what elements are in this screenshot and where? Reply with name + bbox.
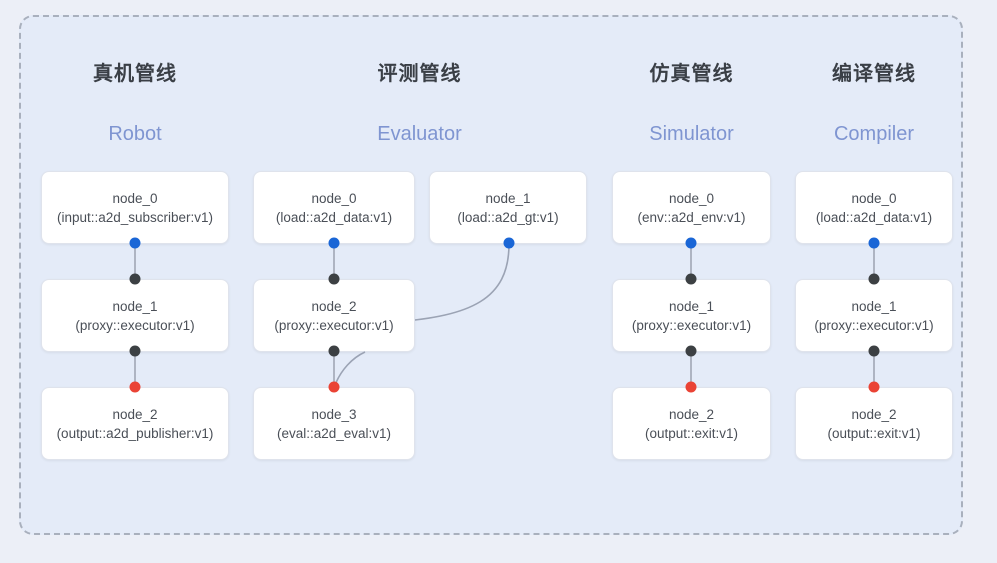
node-type: (proxy::executor:v1) — [814, 317, 934, 333]
node-name: node_0 — [851, 190, 897, 206]
node-name: node_3 — [311, 406, 357, 422]
node-name: node_2 — [311, 298, 357, 314]
port-input-eval-2[interactable] — [328, 273, 340, 285]
edge-eval-0-2 — [333, 242, 335, 280]
port-input-robot-1[interactable] — [129, 273, 141, 285]
port-input-comp-1[interactable] — [868, 273, 880, 285]
node-card-robot-2[interactable]: node_2 (output::a2d_publisher:v1) — [41, 387, 229, 460]
node-card-eval-0[interactable]: node_0 (load::a2d_data:v1) — [253, 171, 415, 244]
node-type: (env::a2d_env:v1) — [637, 209, 746, 225]
node-type: (load::a2d_gt:v1) — [457, 209, 559, 225]
port-input-comp-2[interactable] — [868, 381, 880, 393]
node-name: node_0 — [112, 190, 158, 206]
node-name: node_1 — [485, 190, 531, 206]
node-name: node_0 — [311, 190, 357, 206]
port-output-comp-1[interactable] — [868, 345, 880, 357]
port-output-comp-0[interactable] — [868, 237, 880, 249]
edge-comp-0-1 — [873, 242, 875, 280]
node-card-sim-0[interactable]: node_0 (env::a2d_env:v1) — [612, 171, 771, 244]
node-card-robot-0[interactable]: node_0 (input::a2d_subscriber:v1) — [41, 171, 229, 244]
node-card-sim-2[interactable]: node_2 (output::exit:v1) — [612, 387, 771, 460]
node-card-comp-0[interactable]: node_0 (load::a2d_data:v1) — [795, 171, 953, 244]
node-name: node_1 — [668, 298, 715, 314]
port-output-eval-2[interactable] — [328, 345, 340, 357]
port-input-eval-3[interactable] — [328, 381, 340, 393]
port-output-sim-1[interactable] — [685, 345, 697, 357]
edge-robot-1-2 — [134, 350, 136, 388]
node-name: node_2 — [668, 406, 715, 422]
node-type: (load::a2d_data:v1) — [815, 209, 933, 225]
node-card-robot-1[interactable]: node_1 (proxy::executor:v1) — [41, 279, 229, 352]
node-type: (proxy::executor:v1) — [75, 317, 195, 333]
node-card-eval-1[interactable]: node_1 (load::a2d_gt:v1) — [429, 171, 587, 244]
node-name: node_1 — [851, 298, 897, 314]
edge-comp-1-2 — [873, 350, 875, 388]
node-card-eval-2[interactable]: node_2 (proxy::executor:v1) — [253, 279, 415, 352]
edge-sim-1-2 — [690, 350, 692, 388]
node-type: (input::a2d_subscriber:v1) — [56, 209, 214, 225]
node-card-comp-1[interactable]: node_1 (proxy::executor:v1) — [795, 279, 953, 352]
port-input-robot-2[interactable] — [129, 381, 141, 393]
port-input-sim-1[interactable] — [685, 273, 697, 285]
node-type: (proxy::executor:v1) — [274, 317, 394, 333]
port-output-sim-0[interactable] — [685, 237, 697, 249]
node-name: node_1 — [112, 298, 158, 314]
node-type: (output::exit:v1) — [827, 425, 921, 441]
node-card-sim-1[interactable]: node_1 (proxy::executor:v1) — [612, 279, 771, 352]
port-output-robot-1[interactable] — [129, 345, 141, 357]
port-input-sim-2[interactable] — [685, 381, 697, 393]
node-type: (load::a2d_data:v1) — [275, 209, 393, 225]
node-card-comp-2[interactable]: node_2 (output::exit:v1) — [795, 387, 953, 460]
port-output-eval-0[interactable] — [328, 237, 340, 249]
port-output-robot-0[interactable] — [129, 237, 141, 249]
node-type: (output::a2d_publisher:v1) — [56, 425, 214, 441]
edge-robot-0-1 — [134, 242, 136, 280]
node-type: (proxy::executor:v1) — [631, 317, 752, 333]
node-name: node_0 — [668, 190, 715, 206]
edge-eval-2-3 — [333, 350, 335, 388]
node-type: (eval::a2d_eval:v1) — [276, 425, 392, 441]
node-name: node_2 — [851, 406, 897, 422]
node-card-eval-3[interactable]: node_3 (eval::a2d_eval:v1) — [253, 387, 415, 460]
edge-sim-0-1 — [690, 242, 692, 280]
node-type: (output::exit:v1) — [644, 425, 739, 441]
port-output-eval-1[interactable] — [503, 237, 515, 249]
node-name: node_2 — [112, 406, 158, 422]
